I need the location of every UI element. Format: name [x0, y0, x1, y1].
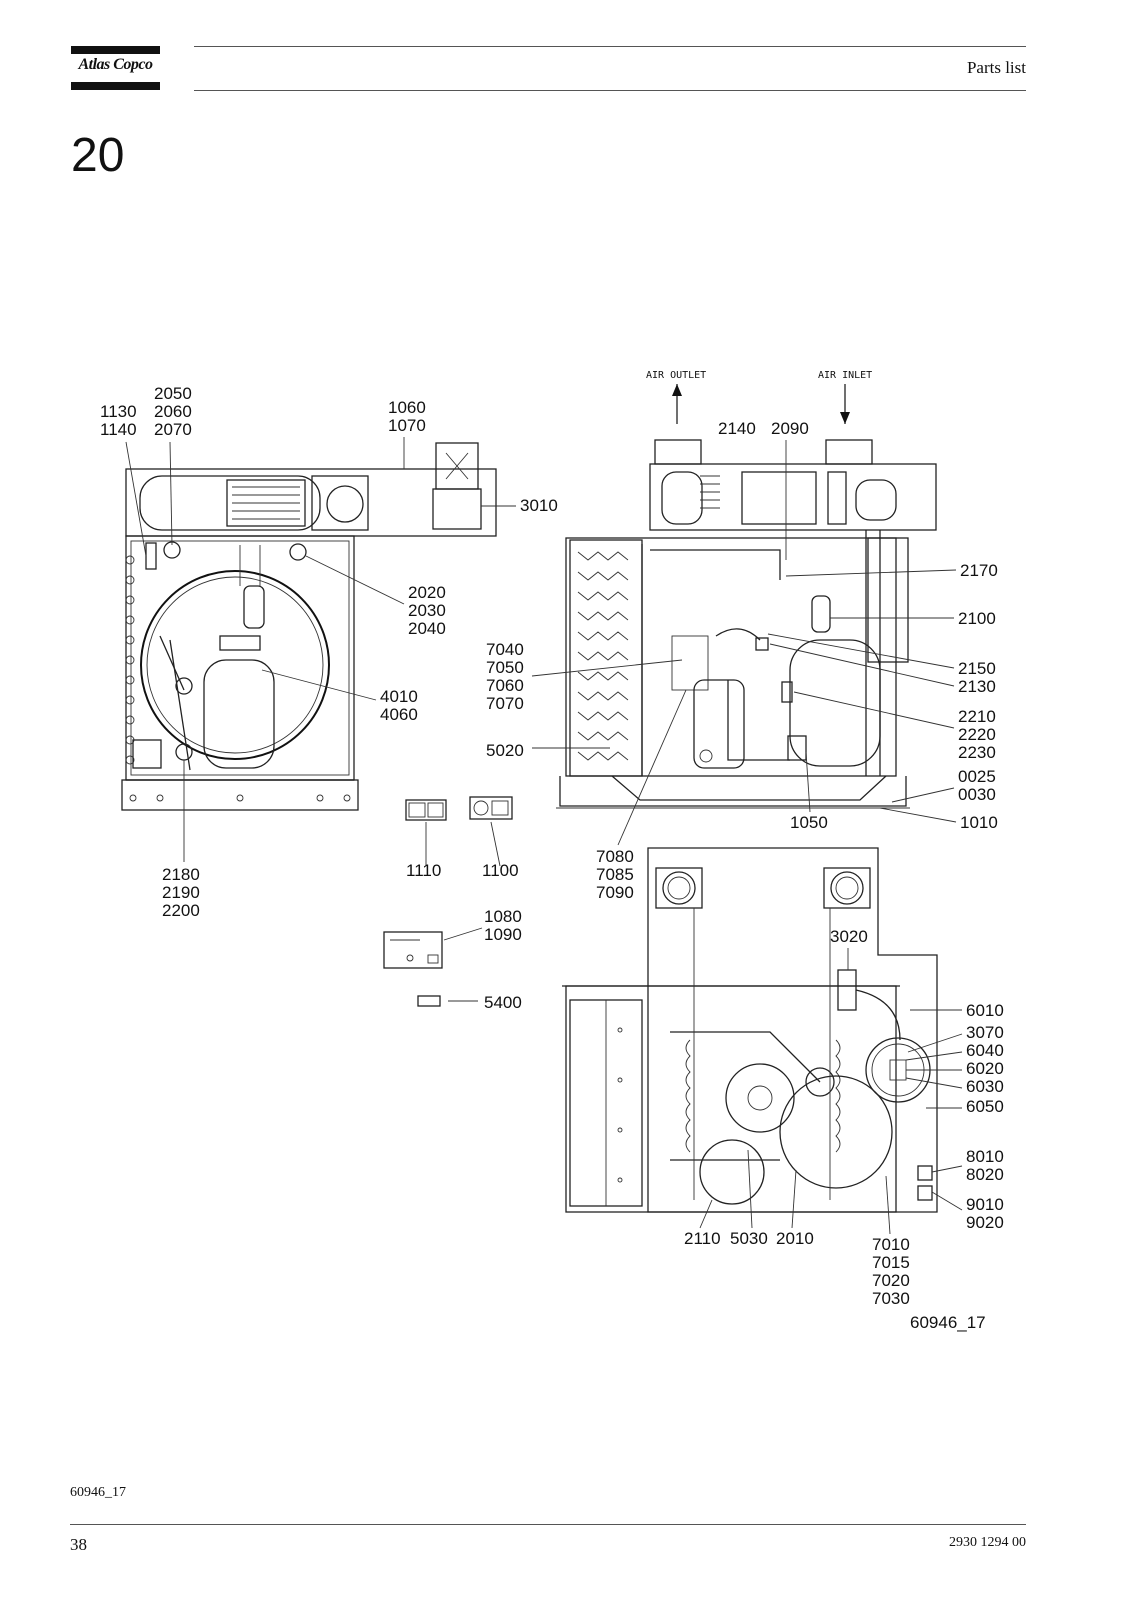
- left-view-callouts: 1130 1140 2050 2060 2070 1060 1070 3010 …: [100, 384, 558, 920]
- callout-1070: 1070: [388, 416, 426, 435]
- callout-7010: 7010: [872, 1235, 910, 1254]
- callout-2210: 2210: [958, 707, 996, 726]
- callout-7085: 7085: [596, 865, 634, 884]
- air-outlet-label: AIR OUTLET: [646, 370, 706, 381]
- callout-5030: 5030: [730, 1229, 768, 1248]
- air-inlet-arrow-icon: [840, 412, 850, 424]
- callout-4060: 4060: [380, 705, 418, 724]
- figure-code: 60946_17: [70, 1485, 126, 1500]
- right-top-view-callouts: 3020 6010 3070 6040 6020 6030 6050 8010 …: [684, 927, 1004, 1332]
- callout-7070: 7070: [486, 694, 524, 713]
- callout-8020: 8020: [966, 1165, 1004, 1184]
- callout-7080: 7080: [596, 847, 634, 866]
- callout-2180: 2180: [162, 865, 200, 884]
- callout-6050: 6050: [966, 1097, 1004, 1116]
- callout-9020: 9020: [966, 1213, 1004, 1232]
- callout-3070: 3070: [966, 1023, 1004, 1042]
- callout-6040: 6040: [966, 1041, 1004, 1060]
- callout-2200: 2200: [162, 901, 200, 920]
- right-front-view: AIR OUTLET AIR INLET: [556, 370, 937, 809]
- callout-2090: 2090: [771, 419, 809, 438]
- callout-4010: 4010: [380, 687, 418, 706]
- callout-2050: 2050: [154, 384, 192, 403]
- callout-5020: 5020: [486, 741, 524, 760]
- callout-6030: 6030: [966, 1077, 1004, 1096]
- callout-9010: 9010: [966, 1195, 1004, 1214]
- callout-3020: 3020: [830, 927, 868, 946]
- section-number: 20: [71, 129, 125, 182]
- logo-bar-top: [71, 46, 160, 54]
- document-code: 2930 1294 00: [949, 1535, 1026, 1550]
- callout-2150: 2150: [958, 659, 996, 678]
- logo-bar-bottom: [71, 82, 160, 90]
- callout-7040: 7040: [486, 640, 524, 659]
- callout-2020: 2020: [408, 583, 446, 602]
- air-inlet-label: AIR INLET: [818, 370, 872, 381]
- callout-5400: 5400: [484, 993, 522, 1012]
- section-title: Parts list: [966, 58, 1026, 77]
- callout-2190: 2190: [162, 883, 200, 902]
- callout-3010: 3010: [520, 496, 558, 515]
- loose-parts: 1110 1100 1080 1090 5400: [383, 796, 522, 1012]
- callout-1090: 1090: [484, 925, 522, 944]
- callout-2060: 2060: [154, 402, 192, 421]
- callout-0025: 0025: [958, 767, 996, 786]
- callout-2010: 2010: [776, 1229, 814, 1248]
- left-side-view: [121, 442, 497, 811]
- callout-2110: 2110: [684, 1229, 721, 1248]
- callout-2030: 2030: [408, 601, 446, 620]
- page-number: 38: [70, 1535, 87, 1554]
- callout-2220: 2220: [958, 725, 996, 744]
- callout-1100: 1100: [482, 861, 519, 880]
- callout-7060: 7060: [486, 676, 524, 695]
- callout-1050: 1050: [790, 813, 828, 832]
- footer-rule: [70, 1524, 1026, 1525]
- callout-1110: 1110: [406, 861, 441, 880]
- brand-logo: Atlas Copco: [71, 46, 160, 90]
- callout-2070: 2070: [154, 420, 192, 439]
- right-front-callouts: 2140 2090 2170 2100 2150 2130 2210 2220 …: [486, 419, 998, 902]
- callout-1010: 1010: [960, 813, 998, 832]
- header-rule-top: [194, 46, 1026, 47]
- callout-1080: 1080: [484, 907, 522, 926]
- callout-7020: 7020: [872, 1271, 910, 1290]
- callout-2040: 2040: [408, 619, 446, 638]
- right-top-view: [562, 847, 938, 1213]
- callout-2130: 2130: [958, 677, 996, 696]
- figure-code-label: 60946_17: [910, 1313, 986, 1332]
- brand-name: Atlas Copco: [78, 56, 153, 73]
- callout-8010: 8010: [966, 1147, 1004, 1166]
- callout-6020: 6020: [966, 1059, 1004, 1078]
- header-rule-bottom: [194, 90, 1026, 91]
- callout-1060: 1060: [388, 398, 426, 417]
- callout-1130: 1130: [100, 402, 137, 421]
- callout-2140: 2140: [718, 419, 756, 438]
- callout-6010: 6010: [966, 1001, 1004, 1020]
- callout-7030: 7030: [872, 1289, 910, 1308]
- callout-2230: 2230: [958, 743, 996, 762]
- callout-2100: 2100: [958, 609, 996, 628]
- callout-7090: 7090: [596, 883, 634, 902]
- callout-2170: 2170: [960, 561, 998, 580]
- air-outlet-arrow-icon: [672, 384, 682, 396]
- callout-0030: 0030: [958, 785, 996, 804]
- callout-7050: 7050: [486, 658, 524, 677]
- callout-1140: 1140: [100, 420, 137, 439]
- callout-7015: 7015: [872, 1253, 910, 1272]
